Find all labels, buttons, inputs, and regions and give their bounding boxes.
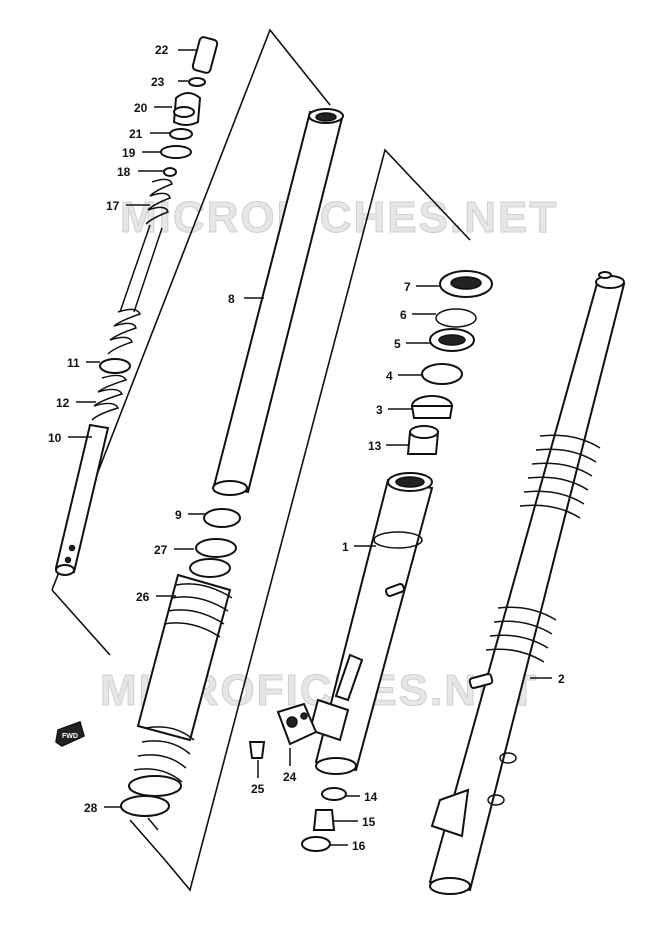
callout-16: 16 — [352, 839, 366, 853]
assembly-frame-lines — [51, 28, 471, 892]
front-direction-arrow-icon: FWD — [55, 721, 85, 747]
callout-10: 10 — [48, 431, 62, 445]
callout-15: 15 — [362, 815, 376, 829]
watermark-top: MICROFICHES.NET — [120, 193, 558, 242]
callout-20: 20 — [134, 101, 148, 115]
inner-tube — [212, 108, 344, 496]
front-marker-label: FWD — [62, 733, 78, 740]
callout-19: 19 — [122, 146, 136, 160]
axle-holder — [248, 702, 347, 852]
callout-4: 4 — [386, 369, 393, 383]
callout-12: 12 — [56, 396, 70, 410]
callout-23: 23 — [151, 75, 165, 89]
callout-17: 17 — [106, 199, 120, 213]
callout-26: 26 — [136, 590, 150, 604]
callout-9: 9 — [175, 508, 182, 522]
callout-1: 1 — [342, 540, 349, 554]
callout-21: 21 — [129, 127, 143, 141]
callout-13: 13 — [368, 439, 382, 453]
damper-rod-assembly — [54, 36, 219, 576]
callout-7: 7 — [404, 280, 411, 294]
callout-27: 27 — [154, 543, 168, 557]
boot-assembly — [120, 508, 241, 831]
callout-8: 8 — [228, 292, 235, 306]
callout-3: 3 — [376, 403, 383, 417]
outer-tube-left — [308, 472, 434, 775]
callout-25: 25 — [251, 782, 265, 796]
callout-14: 14 — [364, 790, 378, 804]
callout-11: 11 — [67, 356, 80, 370]
callout-22: 22 — [155, 43, 169, 57]
callout-6: 6 — [400, 308, 407, 322]
outer-tube-right — [428, 271, 626, 895]
callout-18: 18 — [117, 165, 131, 179]
callout-labels: 22 23 20 21 19 18 17 8 11 12 10 7 6 5 4 … — [48, 43, 565, 853]
seal-stack — [406, 270, 493, 455]
callout-5: 5 — [394, 337, 401, 351]
callout-24: 24 — [283, 770, 297, 784]
callout-28: 28 — [84, 801, 98, 815]
leader-lines — [68, 49, 552, 846]
callout-2: 2 — [558, 672, 565, 686]
